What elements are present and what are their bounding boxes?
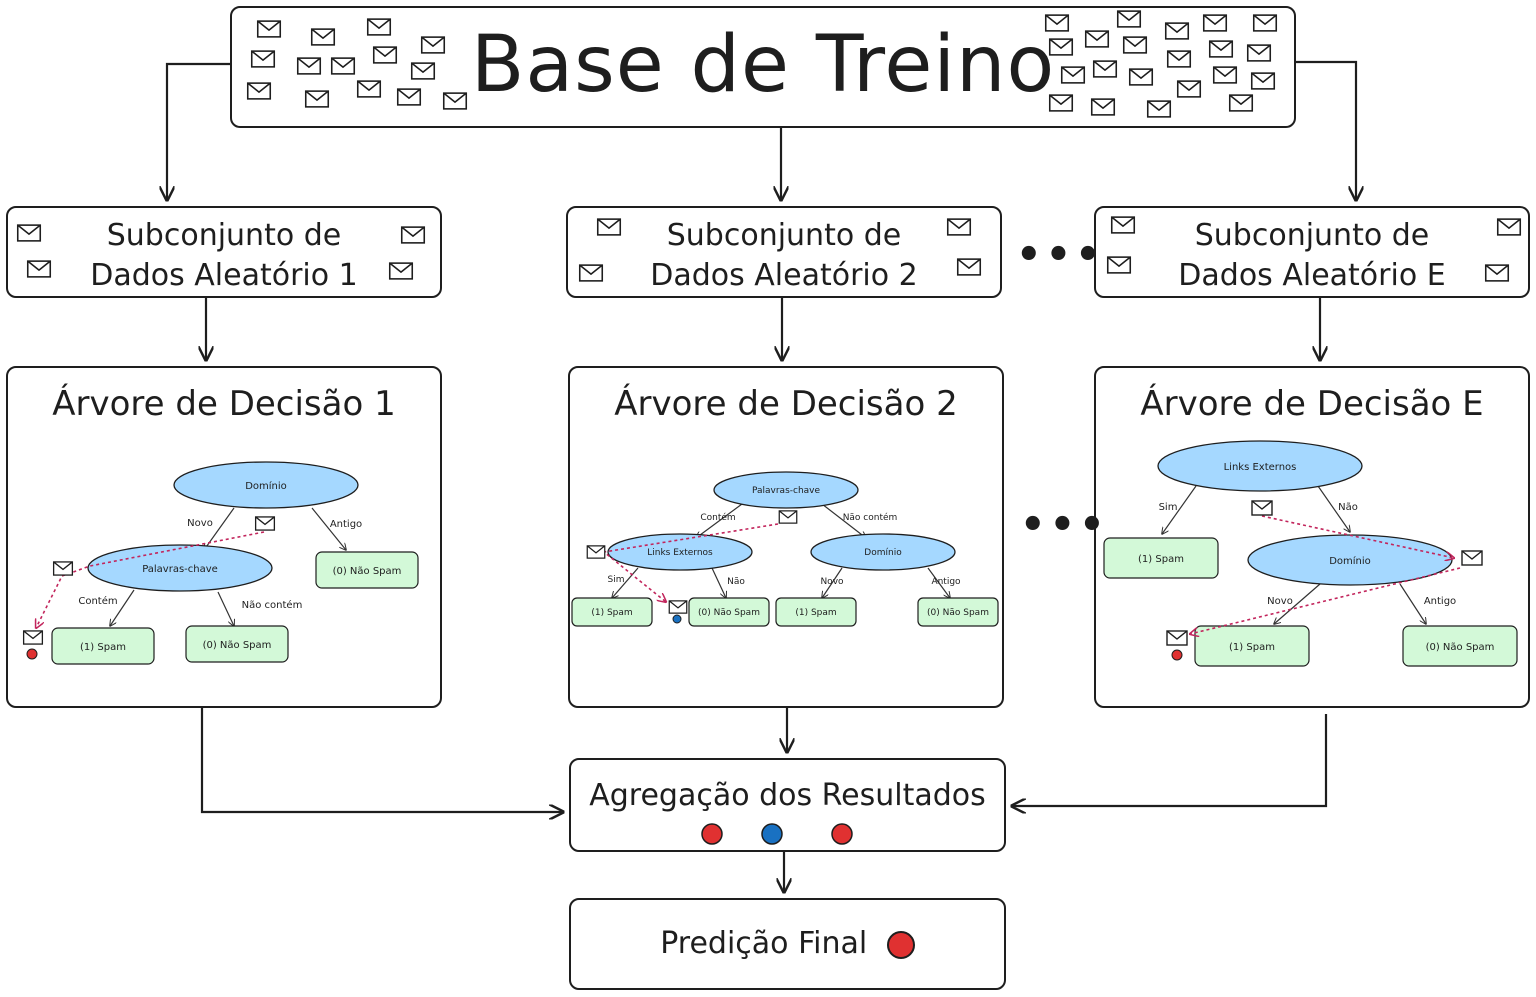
subset-label-2: Subconjunto de Dados Aleatório 2 xyxy=(568,216,1000,296)
ellipsis-top: ••• xyxy=(1016,232,1105,278)
tree-title-3: Árvore de Decisão E xyxy=(1140,384,1484,424)
tree-box-2: Árvore de Decisão 2 xyxy=(568,366,1004,708)
subset-box-3: Subconjunto de Dados Aleatório E xyxy=(1094,206,1530,298)
arrow-tree3-to-agg xyxy=(1012,714,1328,806)
arrow-tree1-to-agg xyxy=(200,708,563,812)
subset-line2: Dados Aleatório E xyxy=(1178,258,1446,293)
subset-box-2: Subconjunto de Dados Aleatório 2 xyxy=(566,206,1002,298)
tree-box-1: Árvore de Decisão 1 xyxy=(6,366,442,708)
subset-label-3: Subconjunto de Dados Aleatório E xyxy=(1096,216,1528,296)
training-base-box: Base de Treino xyxy=(230,6,1296,128)
final-prediction-box: Predição Final xyxy=(569,898,1006,990)
subset-line2: Dados Aleatório 2 xyxy=(650,258,918,293)
subset-line1: Subconjunto de xyxy=(106,218,342,253)
ellipsis-middle: ••• xyxy=(1020,502,1109,548)
subset-label-1: Subconjunto de Dados Aleatório 1 xyxy=(8,216,440,296)
tree-title-1: Árvore de Decisão 1 xyxy=(52,384,396,424)
final-prediction-label: Predição Final xyxy=(571,926,1004,961)
subset-line1: Subconjunto de xyxy=(666,218,902,253)
aggregation-box: Agregação dos Resultados xyxy=(569,758,1006,852)
final-prediction-dot xyxy=(886,930,915,959)
tree-box-3: Árvore de Decisão E xyxy=(1094,366,1530,708)
subset-line2: Dados Aleatório 1 xyxy=(90,258,358,293)
training-base-title: Base de Treino xyxy=(470,20,1056,110)
aggregation-label: Agregação dos Resultados xyxy=(589,778,986,813)
tree-title-2: Árvore de Decisão 2 xyxy=(614,384,958,424)
subset-box-1: Subconjunto de Dados Aleatório 1 xyxy=(6,206,442,298)
arrow-base-to-subset-1 xyxy=(167,62,230,200)
arrow-base-to-subset-3 xyxy=(1296,60,1356,200)
final-prediction-text: Predição Final xyxy=(660,926,868,961)
subset-line1: Subconjunto de xyxy=(1194,218,1430,253)
